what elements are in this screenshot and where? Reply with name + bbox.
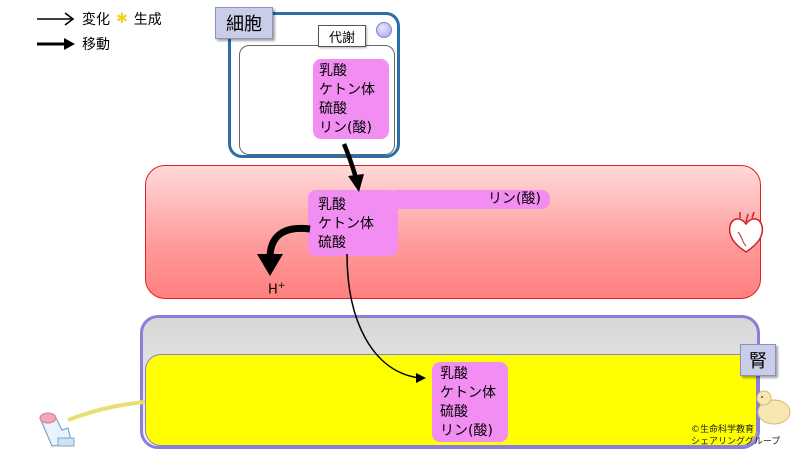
cell-substance: 乳酸 bbox=[319, 63, 347, 79]
urine-substance-box: 乳酸 ケトン体 硫酸 リン(酸) bbox=[432, 362, 508, 442]
legend-change-label: 変化 bbox=[82, 12, 110, 28]
blood-substance: ケトン体 bbox=[318, 216, 374, 232]
cell-substance: リン(酸) bbox=[319, 120, 372, 136]
copyright-notice: ©生命科学教育 シェアリンググループ bbox=[691, 424, 780, 448]
legend-move-label: 移動 bbox=[82, 37, 110, 53]
move-arrow-icon bbox=[37, 38, 75, 50]
cell-tag: 細胞 bbox=[215, 7, 273, 39]
cell-substance: 硫酸 bbox=[319, 101, 347, 117]
change-arrow-icon bbox=[37, 12, 75, 26]
copyright-line-2: シェアリンググループ bbox=[691, 437, 781, 447]
cell-substance: ケトン体 bbox=[319, 82, 375, 98]
cell-substance-box: 乳酸 ケトン体 硫酸 リン(酸) bbox=[313, 59, 389, 139]
blood-compartment bbox=[145, 165, 761, 299]
organelle-dot-icon bbox=[376, 22, 392, 38]
blood-substance: 乳酸 bbox=[318, 197, 346, 213]
urine-substance: 硫酸 bbox=[440, 404, 468, 420]
metabolism-label: 代謝 bbox=[318, 25, 366, 47]
urine-substance: ケトン体 bbox=[440, 385, 496, 401]
heart-icon bbox=[728, 211, 764, 253]
blood-phosphate-label: リン(酸) bbox=[488, 191, 541, 207]
legend-change: 変化 ✱ 生成 bbox=[36, 9, 162, 29]
copyright-line-1: ©生命科学教育 bbox=[691, 425, 755, 435]
h-ion-label: H+ bbox=[268, 281, 286, 298]
legend-move: 移動 bbox=[36, 34, 110, 54]
cell-to-blood-arrow bbox=[341, 143, 364, 192]
legend-generate-label: 生成 bbox=[133, 12, 162, 28]
urine-substance: 乳酸 bbox=[440, 366, 468, 382]
blood-phosphate-box: リン(酸) bbox=[394, 190, 550, 209]
toilet-icon bbox=[39, 400, 146, 447]
generate-star-icon: ✱ bbox=[116, 11, 128, 27]
blood-substance-box: 乳酸 ケトン体 硫酸 bbox=[308, 190, 398, 256]
mascot-illustration bbox=[756, 390, 791, 425]
urine-substance: リン(酸) bbox=[440, 423, 493, 439]
blood-substance: 硫酸 bbox=[318, 235, 346, 251]
kidney-tag: 腎 bbox=[740, 344, 776, 376]
h-ion-release-arrow bbox=[257, 224, 311, 276]
blood-to-urine-arrow bbox=[346, 253, 426, 383]
